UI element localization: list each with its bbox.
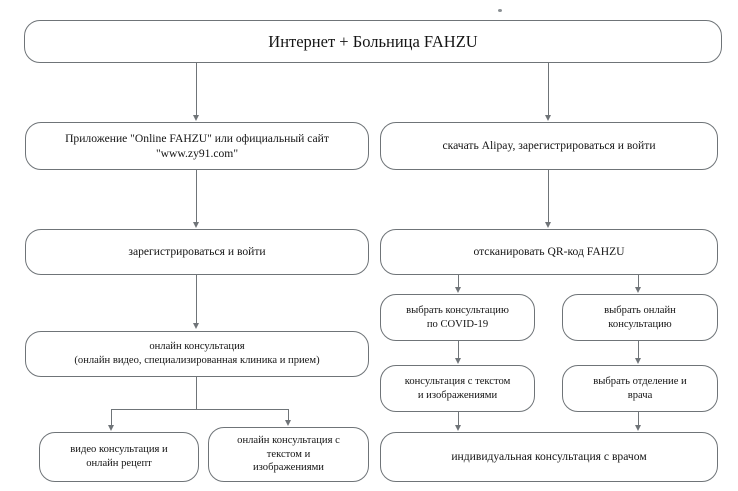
node-root-label: Интернет + Больница FAHZU: [268, 31, 478, 51]
node-alipay-label: скачать Alipay, зарегистрироваться и вой…: [442, 139, 656, 153]
edge-text-image-to-individual-arrow: [454, 425, 461, 431]
edge-scan-qr-to-online-select: [638, 275, 639, 288]
edge-root-to-app-site: [196, 63, 197, 116]
node-register[interactable]: зарегистрироваться и войти: [25, 229, 369, 275]
node-online-consultation[interactable]: онлайн консультация(онлайн видео, специа…: [25, 331, 369, 377]
edge-covid-to-text-image: [458, 341, 459, 359]
edge-department-to-individual: [638, 412, 639, 426]
scan-artifact-speck: [498, 9, 502, 12]
node-individual-consultation[interactable]: индивидуальная консультация с врачом: [380, 432, 718, 482]
edge-bus-to-online-text: [288, 409, 289, 421]
edge-scan-qr-to-covid: [458, 275, 459, 288]
edge-online-consultation-bus: [111, 409, 288, 410]
edge-bus-to-video-prescription: [111, 409, 112, 426]
edge-alipay-to-scan-qr: [548, 170, 549, 223]
edge-root-to-app-site-arrow: [192, 115, 199, 121]
node-scan-qr[interactable]: отсканировать QR-код FAHZU: [380, 229, 718, 275]
node-root[interactable]: Интернет + Больница FAHZU: [24, 20, 722, 63]
edge-online-consultation-stem: [196, 377, 197, 409]
edge-bus-to-online-text-arrow: [284, 420, 291, 426]
edge-department-to-individual-arrow: [634, 425, 641, 431]
edge-app-site-to-register: [196, 170, 197, 223]
edge-root-to-alipay-arrow: [544, 115, 551, 121]
edge-root-to-alipay: [548, 63, 549, 116]
edge-alipay-to-scan-qr-arrow: [544, 222, 551, 228]
node-register-label: зарегистрироваться и войти: [128, 245, 266, 259]
edge-register-to-online-consultation: [196, 275, 197, 324]
edge-text-image-to-individual: [458, 412, 459, 426]
edge-online-select-to-department-arrow: [634, 358, 641, 364]
edge-app-site-to-register-arrow: [192, 222, 199, 228]
node-individual-consultation-label: индивидуальная консультация с врачом: [451, 450, 647, 464]
node-online-consultation-label: онлайн консультация(онлайн видео, специа…: [74, 341, 320, 366]
edge-bus-to-video-prescription-arrow: [107, 425, 114, 431]
node-scan-qr-label: отсканировать QR-код FAHZU: [473, 245, 625, 259]
node-app-site[interactable]: Приложение "Online FAHZU" или официальны…: [25, 122, 369, 170]
edge-online-select-to-department: [638, 341, 639, 359]
node-alipay[interactable]: скачать Alipay, зарегистрироваться и вой…: [380, 122, 718, 170]
edge-covid-to-text-image-arrow: [454, 358, 461, 364]
edge-register-to-online-consultation-arrow: [192, 323, 199, 329]
edge-scan-qr-to-covid-arrow: [454, 287, 461, 293]
edge-scan-qr-to-online-select-arrow: [634, 287, 641, 293]
node-app-site-label: Приложение "Online FAHZU" или официальны…: [65, 131, 329, 160]
